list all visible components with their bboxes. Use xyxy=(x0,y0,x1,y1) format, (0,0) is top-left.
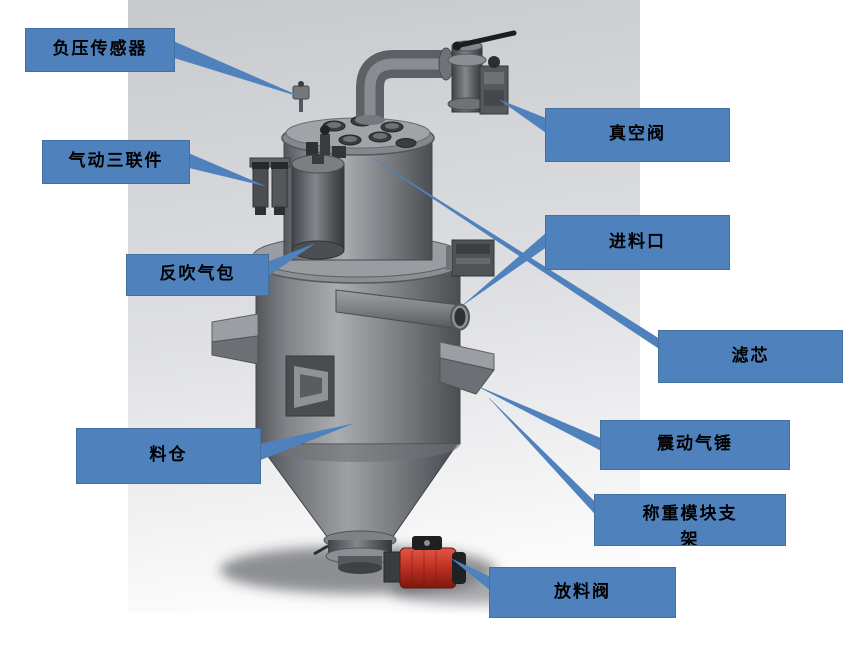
leader-material-hopper xyxy=(259,423,353,461)
callout-label: 气动三联件 xyxy=(68,151,164,172)
leader-vibration-air-hammer xyxy=(476,385,601,451)
callout-label: 进料口 xyxy=(609,231,666,252)
leader-negative-pressure-sensor xyxy=(174,41,302,98)
callout-label: 称重模块支架 xyxy=(642,504,738,546)
callout-vacuum-valve: 真空阀 xyxy=(545,108,730,162)
callout-discharge-valve: 放料阀 xyxy=(489,567,676,618)
left-support-bracket xyxy=(211,313,259,365)
leader-discharge-valve xyxy=(451,558,491,591)
callout-feed-inlet: 进料口 xyxy=(545,215,730,270)
vacuum-pipe-elbow xyxy=(355,50,446,125)
discharge-assembly xyxy=(313,530,397,574)
callout-label: 放料阀 xyxy=(554,581,611,602)
inlet-pipe xyxy=(335,289,470,331)
callout-back-blow-air-tank: 反吹气包 xyxy=(126,254,269,296)
leader-vacuum-valve xyxy=(499,99,546,133)
valve-handle xyxy=(453,30,517,49)
leader-back-blow-air-tank xyxy=(267,243,315,277)
callout-vibration-air-hammer: 震动气锤 xyxy=(600,420,790,470)
callout-weighing-module-bracket: 称重模块支架 xyxy=(594,494,786,546)
callout-label: 震动气锤 xyxy=(657,434,733,455)
discharge-valve-actuator xyxy=(383,536,466,589)
frl-unit xyxy=(249,157,291,215)
air-tank xyxy=(291,154,345,260)
callout-label: 滤芯 xyxy=(731,345,770,366)
callout-label: 反吹气包 xyxy=(159,264,236,285)
vacuum-valve-assembly xyxy=(438,30,517,115)
callout-filter-cartridge: 滤芯 xyxy=(658,330,843,383)
right-support-bracket xyxy=(439,341,495,395)
air-hammer xyxy=(446,239,495,277)
callout-negative-pressure-sensor: 负压传感器 xyxy=(25,28,175,72)
callout-pneumatic-frl-unit: 气动三联件 xyxy=(42,140,190,184)
callout-label: 料仓 xyxy=(149,445,188,466)
callout-label: 真空阀 xyxy=(609,124,666,145)
callout-label: 负压传感器 xyxy=(52,39,148,60)
leader-pneumatic-frl-unit xyxy=(189,153,266,187)
callout-material-hopper: 料仓 xyxy=(76,428,261,484)
front-access-port xyxy=(285,355,335,417)
